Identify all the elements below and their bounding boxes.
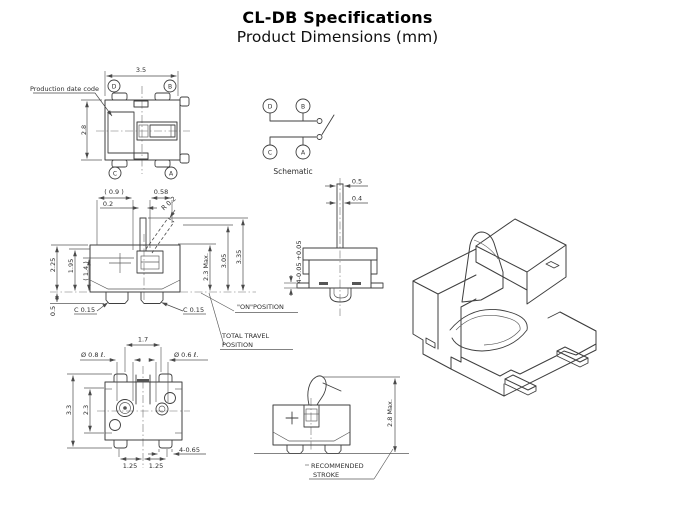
iso-roof-top bbox=[475, 218, 567, 273]
label-recommended: RECOMMENDED bbox=[311, 462, 364, 470]
iso-base bbox=[460, 311, 597, 377]
dim-058: 0.58 bbox=[154, 188, 168, 196]
schematic-caption: Schematic bbox=[273, 167, 312, 176]
dim-33: 3.3 bbox=[65, 405, 73, 415]
iso-foot-2 bbox=[556, 346, 589, 363]
side-view: 0.5 0.4 4-0.05 +0.05 bbox=[284, 178, 384, 316]
lever-stroke-path bbox=[307, 375, 327, 406]
dim-top-height: 2.8 bbox=[80, 125, 88, 135]
stroke-view: 2.8 Max. RECOMMENDED STROKE bbox=[254, 375, 409, 480]
dim-r02: R 0.2 bbox=[160, 195, 178, 212]
top-view-body bbox=[104, 99, 181, 161]
dim-05: 0.5 bbox=[49, 306, 57, 316]
front-view: ( 0.9 ) 0.58 0.2 R 0.2 2.25 1.95 ( 1.4 )… bbox=[49, 188, 298, 350]
dim-28max: 2.8 Max. bbox=[386, 399, 394, 427]
dim-top-width: 3.5 bbox=[136, 66, 146, 74]
top-view: 3.5 2.8 D B C A Production date code bbox=[30, 66, 190, 180]
dim-195: 1.95 bbox=[67, 259, 75, 273]
dim-side-04: 0.4 bbox=[352, 195, 362, 203]
bottom-boss bbox=[329, 287, 352, 303]
dim-305: 3.05 bbox=[220, 254, 228, 268]
dim-4065: 4-0.65 bbox=[179, 446, 200, 454]
iso-lever bbox=[461, 231, 504, 303]
dim-side-05: 0.5 bbox=[352, 178, 362, 186]
iso-spring bbox=[449, 308, 528, 352]
dim-02: 0.2 bbox=[103, 200, 113, 208]
label-stroke: STROKE bbox=[313, 471, 339, 479]
dim-17: 1.7 bbox=[138, 336, 148, 344]
page-subtitle: Product Dimensions (mm) bbox=[236, 28, 439, 46]
dim-125-left: 1.25 bbox=[123, 462, 137, 470]
dim-c015-right: C 0.15 bbox=[183, 306, 204, 314]
dim-c015-left: C 0.15 bbox=[74, 306, 95, 314]
dim-09: ( 0.9 ) bbox=[104, 188, 124, 196]
schematic-terminal-d: D bbox=[268, 103, 273, 110]
dim-14: ( 1.4 ) bbox=[82, 261, 90, 281]
schematic-terminal-c: C bbox=[268, 149, 272, 156]
stroke-view-body bbox=[272, 404, 351, 446]
terminal-label-c: C bbox=[113, 170, 117, 177]
dim-dia06: Ø 0.6 ℓ. bbox=[174, 351, 198, 359]
terminal-label-b: B bbox=[168, 83, 172, 90]
iso-left-block bbox=[412, 259, 462, 370]
front-view-body bbox=[89, 244, 181, 293]
schematic-view: D B C A Schematic bbox=[262, 98, 335, 176]
bottom-view: 1.7 Ø 0.8 ℓ. Ø 0.6 ℓ. 3.3 2.3 bbox=[65, 336, 208, 470]
dim-dia08: Ø 0.8 ℓ. bbox=[81, 351, 105, 359]
switch-lever bbox=[321, 114, 335, 135]
label-on-position: "ON"POSITION bbox=[237, 303, 284, 311]
isometric-view bbox=[412, 218, 597, 397]
dim-terminal-tolerance: 4-0.05 +0.05 bbox=[295, 241, 303, 284]
date-code-area bbox=[107, 111, 135, 154]
dim-335: 3.35 bbox=[235, 250, 243, 264]
schematic-terminal-a: A bbox=[301, 149, 306, 156]
dim-23-bottom: 2.3 bbox=[82, 405, 90, 415]
terminal-label-a: A bbox=[169, 170, 174, 177]
label-total-travel-2: POSITION bbox=[222, 341, 253, 349]
production-date-code-note: Production date code bbox=[30, 85, 99, 93]
dim-125-right: 1.25 bbox=[149, 462, 163, 470]
terminal-label-d: D bbox=[112, 83, 117, 90]
slider-knob bbox=[136, 121, 178, 141]
dim-225: 2.25 bbox=[49, 258, 57, 272]
label-total-travel-1: TOTAL TRAVEL bbox=[221, 332, 269, 340]
dim-23max: 2.3 Max. bbox=[202, 253, 210, 281]
page-title: CL-DB Specifications bbox=[242, 8, 433, 27]
schematic-terminal-b: B bbox=[301, 103, 305, 110]
